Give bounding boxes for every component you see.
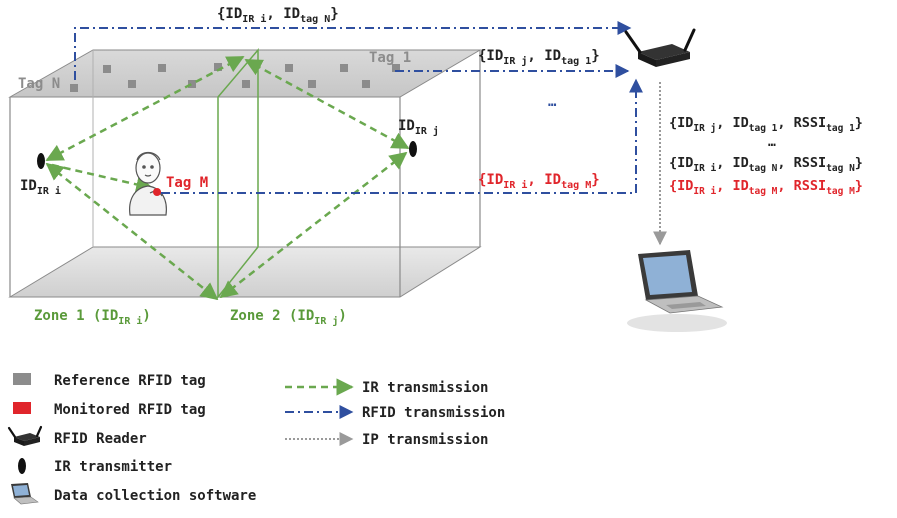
reference-tag [158, 64, 166, 72]
legend-rfid-transmission: RFID transmission [362, 405, 505, 421]
reference-tag-swatch [13, 373, 31, 385]
reference-tag [103, 65, 111, 73]
rfid-transmissions [74, 21, 643, 194]
legend-reference-tag: Reference RFID tag [54, 373, 206, 389]
legend: Reference RFID tag Monitored RFID tag RF… [7, 373, 505, 505]
rfid-path-monitored [161, 78, 643, 194]
reader-output-ellipsis: … [768, 135, 776, 150]
legend-reader: RFID Reader [54, 431, 147, 447]
reference-tag [242, 80, 250, 88]
reader-output-line-3: {IDIR i, IDtag M, RSSItag M} [669, 178, 863, 197]
legend-monitored-tag: Monitored RFID tag [54, 402, 206, 418]
legend-ip-transmission: IP transmission [362, 432, 488, 448]
ir-transmitter-icon [409, 141, 417, 157]
monitored-tag-marker [153, 188, 161, 196]
ir-i-label: IDIR i [20, 178, 61, 197]
message-tag1: {IDIR j, IDtag 1} [478, 48, 600, 67]
ir-beam [244, 58, 410, 150]
zone-2-label: Zone 2 (IDIR j) [230, 308, 347, 327]
legend-laptop-icon [11, 483, 39, 505]
ir-beam [51, 163, 154, 193]
tag-m-label: Tag M [166, 175, 208, 191]
message-top: {IDIR i, IDtag N} [217, 6, 339, 25]
tag-n-label: Tag N [18, 76, 60, 92]
ir-beam [219, 151, 408, 299]
zone-1-label: Zone 1 (IDIR i) [34, 308, 151, 327]
legend-reader-icon [7, 425, 43, 446]
message-ellipsis: … [548, 94, 557, 110]
message-monitored: {IDIR i, IDtag M} [478, 172, 600, 191]
reference-tag [362, 80, 370, 88]
legend-ir-transmission: IR transmission [362, 380, 488, 396]
reference-tag [70, 84, 78, 92]
reader-output-line-1: {IDIR j, IDtag 1, RSSItag 1} [669, 115, 863, 134]
laptop-icon [627, 250, 727, 332]
monitored-tag-swatch [13, 402, 31, 414]
room-floor [8, 246, 482, 298]
ir-transmissions [45, 55, 410, 301]
ir-j-label: IDIR j [398, 118, 439, 137]
legend-ir-transmitter: IR transmitter [54, 459, 172, 475]
legend-ir-transmitter-icon [18, 458, 26, 474]
tag-1-label: Tag 1 [369, 50, 411, 66]
reference-tag [308, 80, 316, 88]
rfid-reader-icon [624, 28, 696, 67]
reference-tag [128, 80, 136, 88]
reader-output-line-2: {IDIR i, IDtag N, RSSItag N} [669, 155, 863, 174]
reference-tag [340, 64, 348, 72]
ir-beam [45, 162, 219, 301]
person-icon [129, 151, 167, 216]
rfid-path-top [74, 21, 632, 80]
ir-beam [45, 55, 245, 162]
ir-transmitter-icon [37, 153, 45, 169]
reference-tag [285, 64, 293, 72]
legend-software: Data collection software [54, 488, 256, 504]
